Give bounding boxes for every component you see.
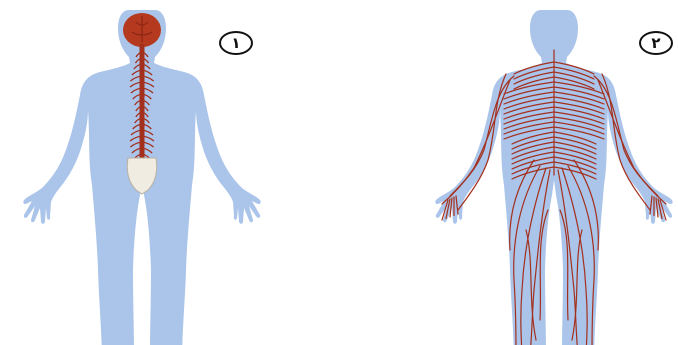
- figure-1-central-nervous-system: [23, 10, 260, 345]
- figure-1-label: ١: [219, 31, 253, 55]
- figure-2-peripheral-nervous-system: [435, 10, 672, 345]
- figure-2-label: ٢: [639, 31, 673, 55]
- peripheral-nerves: [442, 50, 666, 345]
